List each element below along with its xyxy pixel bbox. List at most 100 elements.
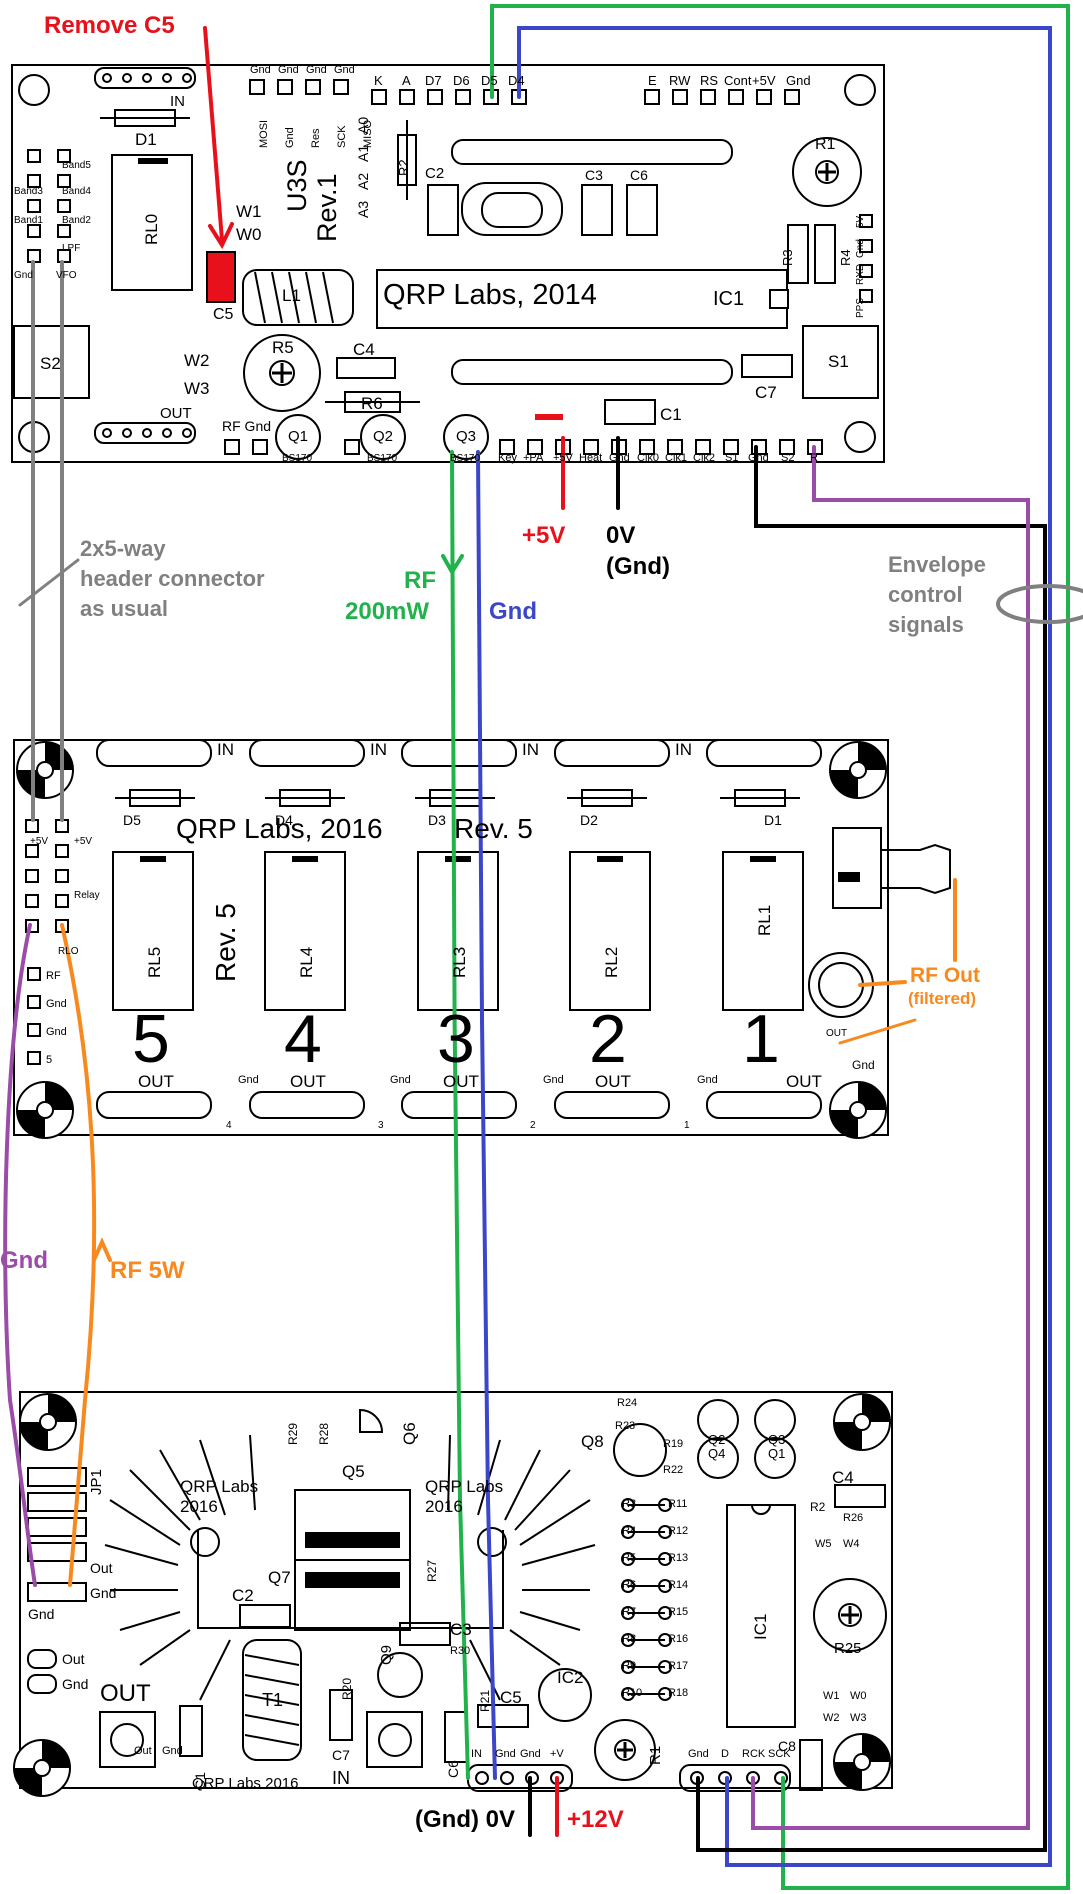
lpf-d3: D3 [428, 812, 446, 828]
annotation-rf: RF [404, 567, 436, 594]
pa-r3: R3 [622, 1498, 637, 1510]
u3s-c3: C3 [585, 167, 603, 183]
u3s-band1: Band1 [14, 215, 43, 226]
pa-year-left: 2016 [180, 1497, 218, 1516]
pa-r16: R16 [668, 1633, 689, 1645]
u3s-ic1-label: IC1 [713, 288, 745, 310]
annotation-header-line3: as usual [80, 596, 169, 621]
u3s-pin-cont: Cont [724, 73, 752, 88]
lpf-d5: D5 [123, 812, 141, 828]
u3s-c6: C6 [630, 167, 648, 183]
u3s-a3: A3 [355, 200, 371, 218]
pa-r6: R6 [622, 1579, 637, 1591]
u3s-band5: Band5 [62, 160, 91, 171]
u3s-small-gnd-1: Gnd [250, 64, 271, 76]
lpf-pin-relay: Relay [74, 890, 100, 901]
u3s-right-pps: PPS [855, 297, 866, 318]
lpf-rl1: RL1 [755, 904, 774, 936]
lpf-in-1: IN [217, 740, 234, 759]
u3s-w1: W1 [236, 202, 262, 221]
pa-r13: R13 [668, 1552, 689, 1564]
u3s-pin-5v-bottom: +5V [553, 452, 573, 464]
u3s-pin-a: A [402, 73, 411, 88]
u3s-a0: A0 [355, 116, 371, 134]
u3s-pin-rw: RW [669, 73, 691, 88]
board-u3s [11, 64, 885, 463]
pa-r22: R22 [663, 1464, 684, 1476]
wire-green-rf [450, 450, 470, 1780]
u3s-sck: SCK [336, 125, 348, 148]
pa-q9: Q9 [378, 1644, 395, 1665]
lpf-rl3: RL3 [450, 946, 469, 978]
u3s-gnd-vert: Gnd [284, 127, 296, 148]
pa-pwr-gnd-1: Gnd [495, 1748, 516, 1760]
lpf-pin-gnd-2: Gnd [46, 1026, 67, 1038]
lpf-out-3: OUT [443, 1072, 479, 1091]
annotation-envelope-line3: signals [888, 612, 964, 637]
pa-r2: R2 [810, 1500, 826, 1514]
pa-ctrl-gnd: Gnd [688, 1748, 709, 1760]
pa-q8: Q8 [581, 1432, 604, 1451]
pa-jp-out: Out [90, 1560, 113, 1576]
pa-c1: C1 [192, 1772, 208, 1790]
board-lpf [13, 739, 951, 1139]
pa-r8: R8 [622, 1633, 637, 1645]
pa-heatsink-text-left: QRP Labs [180, 1477, 259, 1496]
lpf-d4: D4 [275, 812, 293, 828]
pa-q5: Q5 [342, 1462, 365, 1481]
pa-q2: Q2 [708, 1432, 726, 1447]
pa-w5: W5 [815, 1538, 832, 1550]
u3s-c5: C5 [213, 306, 234, 323]
mount-hole-pa-tr [833, 1393, 891, 1451]
pa-c4: C4 [832, 1468, 854, 1487]
u3s-lpf: LPF [62, 243, 81, 254]
u3s-right-gnd: Gnd [855, 239, 866, 258]
u3s-q3-type: BS170 [450, 453, 481, 464]
lpf-gnd-right: Gnd [852, 1058, 875, 1072]
wire-orange-rf5w [60, 923, 97, 1587]
mount-hole-bl [16, 1081, 74, 1139]
u3s-r2: R2 [396, 159, 411, 176]
u3s-res: Res [310, 128, 322, 148]
u3s-d1: D1 [135, 130, 157, 149]
mount-hole-br [829, 1081, 887, 1139]
u3s-in: IN [170, 93, 185, 110]
lpf-pin-5: 5 [46, 1054, 53, 1066]
u3s-name: U3S [282, 159, 312, 212]
pa-heatsink-text-right: QRP Labs [425, 1477, 504, 1496]
wires [3, 4, 1083, 1890]
u3s-small-gnd-2: Gnd [278, 64, 299, 76]
u3s-right-rxd: RXD [855, 263, 866, 285]
pa-r24: R24 [617, 1397, 638, 1409]
lpf-pin-5v-right: +5V [74, 836, 93, 847]
mount-hole-tr [829, 741, 887, 799]
pa-ctrl-sck: SCK [768, 1748, 791, 1760]
pa-r9: R9 [622, 1660, 637, 1672]
lpf-rev-vertical: Rev. 5 [210, 903, 241, 982]
lpf-out-1: OUT [786, 1072, 822, 1091]
annotation-rf-out: RF Out [910, 964, 980, 987]
u3s-q3: Q3 [456, 428, 477, 445]
pa-out-big: OUT [100, 1680, 151, 1707]
pa-c8: C8 [778, 1738, 796, 1754]
u3s-pin-pa: +PA [523, 452, 544, 464]
pa-r15: R15 [668, 1606, 689, 1618]
u3s-r1: R1 [815, 136, 836, 153]
u3s-pin-d7: D7 [425, 73, 442, 88]
pa-r30: R30 [450, 1645, 471, 1657]
lpf-num-3: 3 [378, 1120, 384, 1131]
u3s-pin-gnd-bottom: Gnd [609, 452, 630, 464]
lpf-pin-rf: RF [46, 970, 61, 982]
u3s-band2: Band2 [62, 215, 91, 226]
pa-in-big: IN [332, 1768, 350, 1788]
annotation-0v: 0V [606, 522, 636, 549]
u3s-pin-5v: +5V [752, 73, 776, 88]
u3s-c4: C4 [353, 340, 375, 359]
pa-ctrl-d: D [721, 1748, 729, 1760]
lpf-rl2: RL2 [602, 946, 621, 978]
lpf-digit-2: 2 [589, 1001, 627, 1077]
u3s-pin-e: E [648, 73, 657, 88]
u3s-pin-gnd: Gnd [786, 73, 811, 88]
pa-r17: R17 [668, 1660, 689, 1672]
lpf-d1: D1 [764, 812, 782, 828]
